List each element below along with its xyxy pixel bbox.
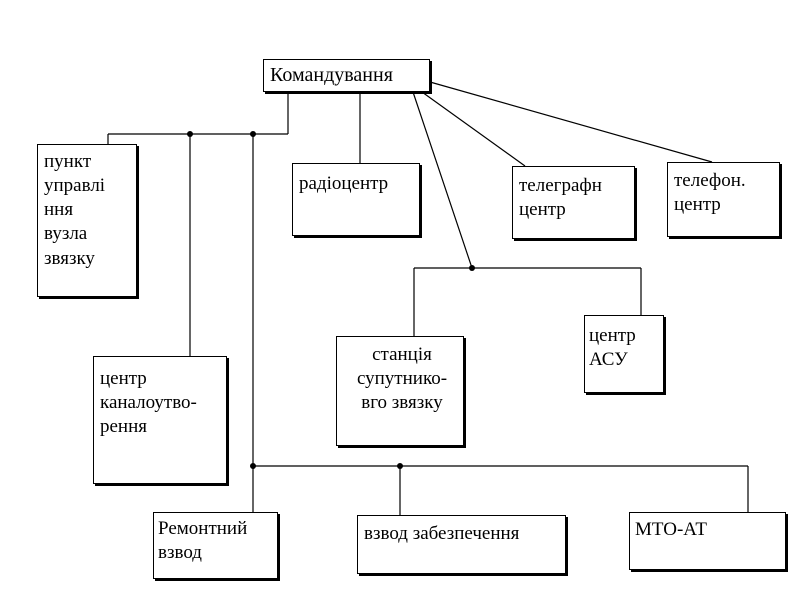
connector-to-satellite-branch: [412, 91, 473, 269]
junction-dot: [469, 265, 475, 271]
junction-dot: [250, 131, 256, 137]
channel-center-node: центр каналоутво- рення: [93, 356, 227, 484]
junction-dot: [397, 463, 403, 469]
telegraph-center-node: телеграфн центр: [512, 166, 635, 239]
supply-platoon-node: взвод забезпечення: [357, 515, 566, 574]
junction-dot: [187, 131, 193, 137]
telephone-center-node: телефон. центр: [667, 162, 780, 237]
connector-to-telegraph: [421, 91, 526, 167]
junction-dot: [250, 463, 256, 469]
command-node: Командування: [263, 59, 430, 92]
radio-center-node: радіоцентр: [292, 163, 420, 236]
connector-to-telephone: [429, 81, 713, 163]
acs-center-node: центр АСУ: [584, 315, 664, 393]
control-point-node: пункт управлі ння вузла звязку: [37, 144, 137, 297]
satellite-station-node: станція супутнико- вго звязку: [336, 336, 464, 446]
repair-platoon-node: Ремонтний взвод: [153, 512, 278, 579]
mto-node: МТО-АТ: [629, 512, 786, 570]
